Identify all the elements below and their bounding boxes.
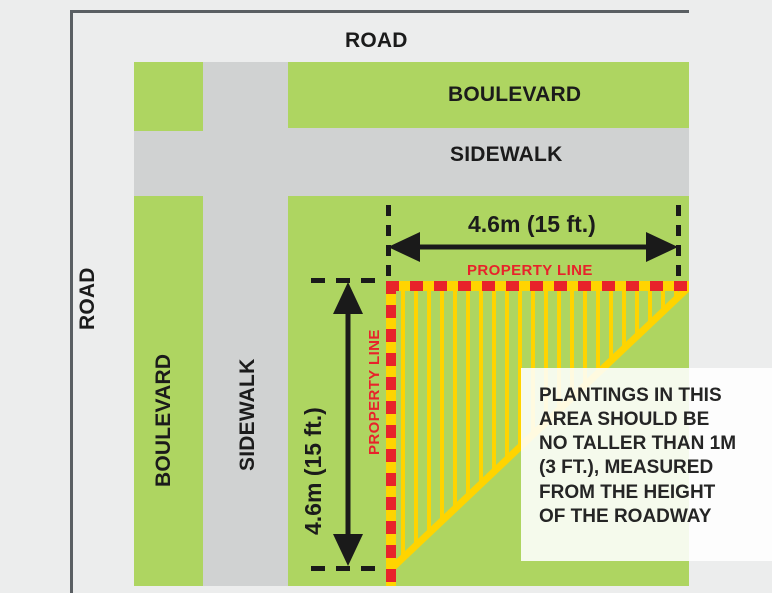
label-road-top: ROAD [345,29,408,52]
page-bottom-margin [0,593,772,601]
label-sidewalk-horizontal: SIDEWALK [450,143,563,166]
planting-height-callout-text: PLANTINGS IN THIS AREA SHOULD BE NO TALL… [539,385,737,527]
extension-tick-left-vertical [386,205,391,280]
label-boulevard-vertical: BOULEVARD [152,353,175,487]
dimension-label-vertical: 4.6m (15 ft.) [300,407,326,535]
extension-tick-bottom-horizontal [311,566,385,571]
boulevard-band-horizontal [288,62,689,128]
frame-left-border [70,10,73,601]
dimension-arrow-vertical [333,282,363,566]
site-plan-map [134,62,689,586]
intersection-gray [134,131,203,196]
extension-tick-right-vertical [676,205,681,280]
label-boulevard-horizontal: BOULEVARD [448,83,582,106]
boulevard-band-vertical [134,196,203,586]
property-line-label-horizontal: PROPERTY LINE [467,262,593,279]
sidewalk-band-vertical [203,62,288,586]
extension-tick-top-horizontal [311,278,385,283]
property-line-horizontal [386,281,689,291]
dimension-label-horizontal: 4.6m (15 ft.) [468,211,596,237]
label-sidewalk-vertical: SIDEWALK [236,358,259,471]
frame-top-border [70,10,689,13]
property-line-label-vertical: PROPERTY LINE [366,329,383,455]
label-road-left: ROAD [76,267,99,330]
dimension-arrow-horizontal [388,232,678,262]
planting-height-callout: PLANTINGS IN THIS AREA SHOULD BE NO TALL… [521,368,772,561]
property-line-vertical [386,281,396,586]
